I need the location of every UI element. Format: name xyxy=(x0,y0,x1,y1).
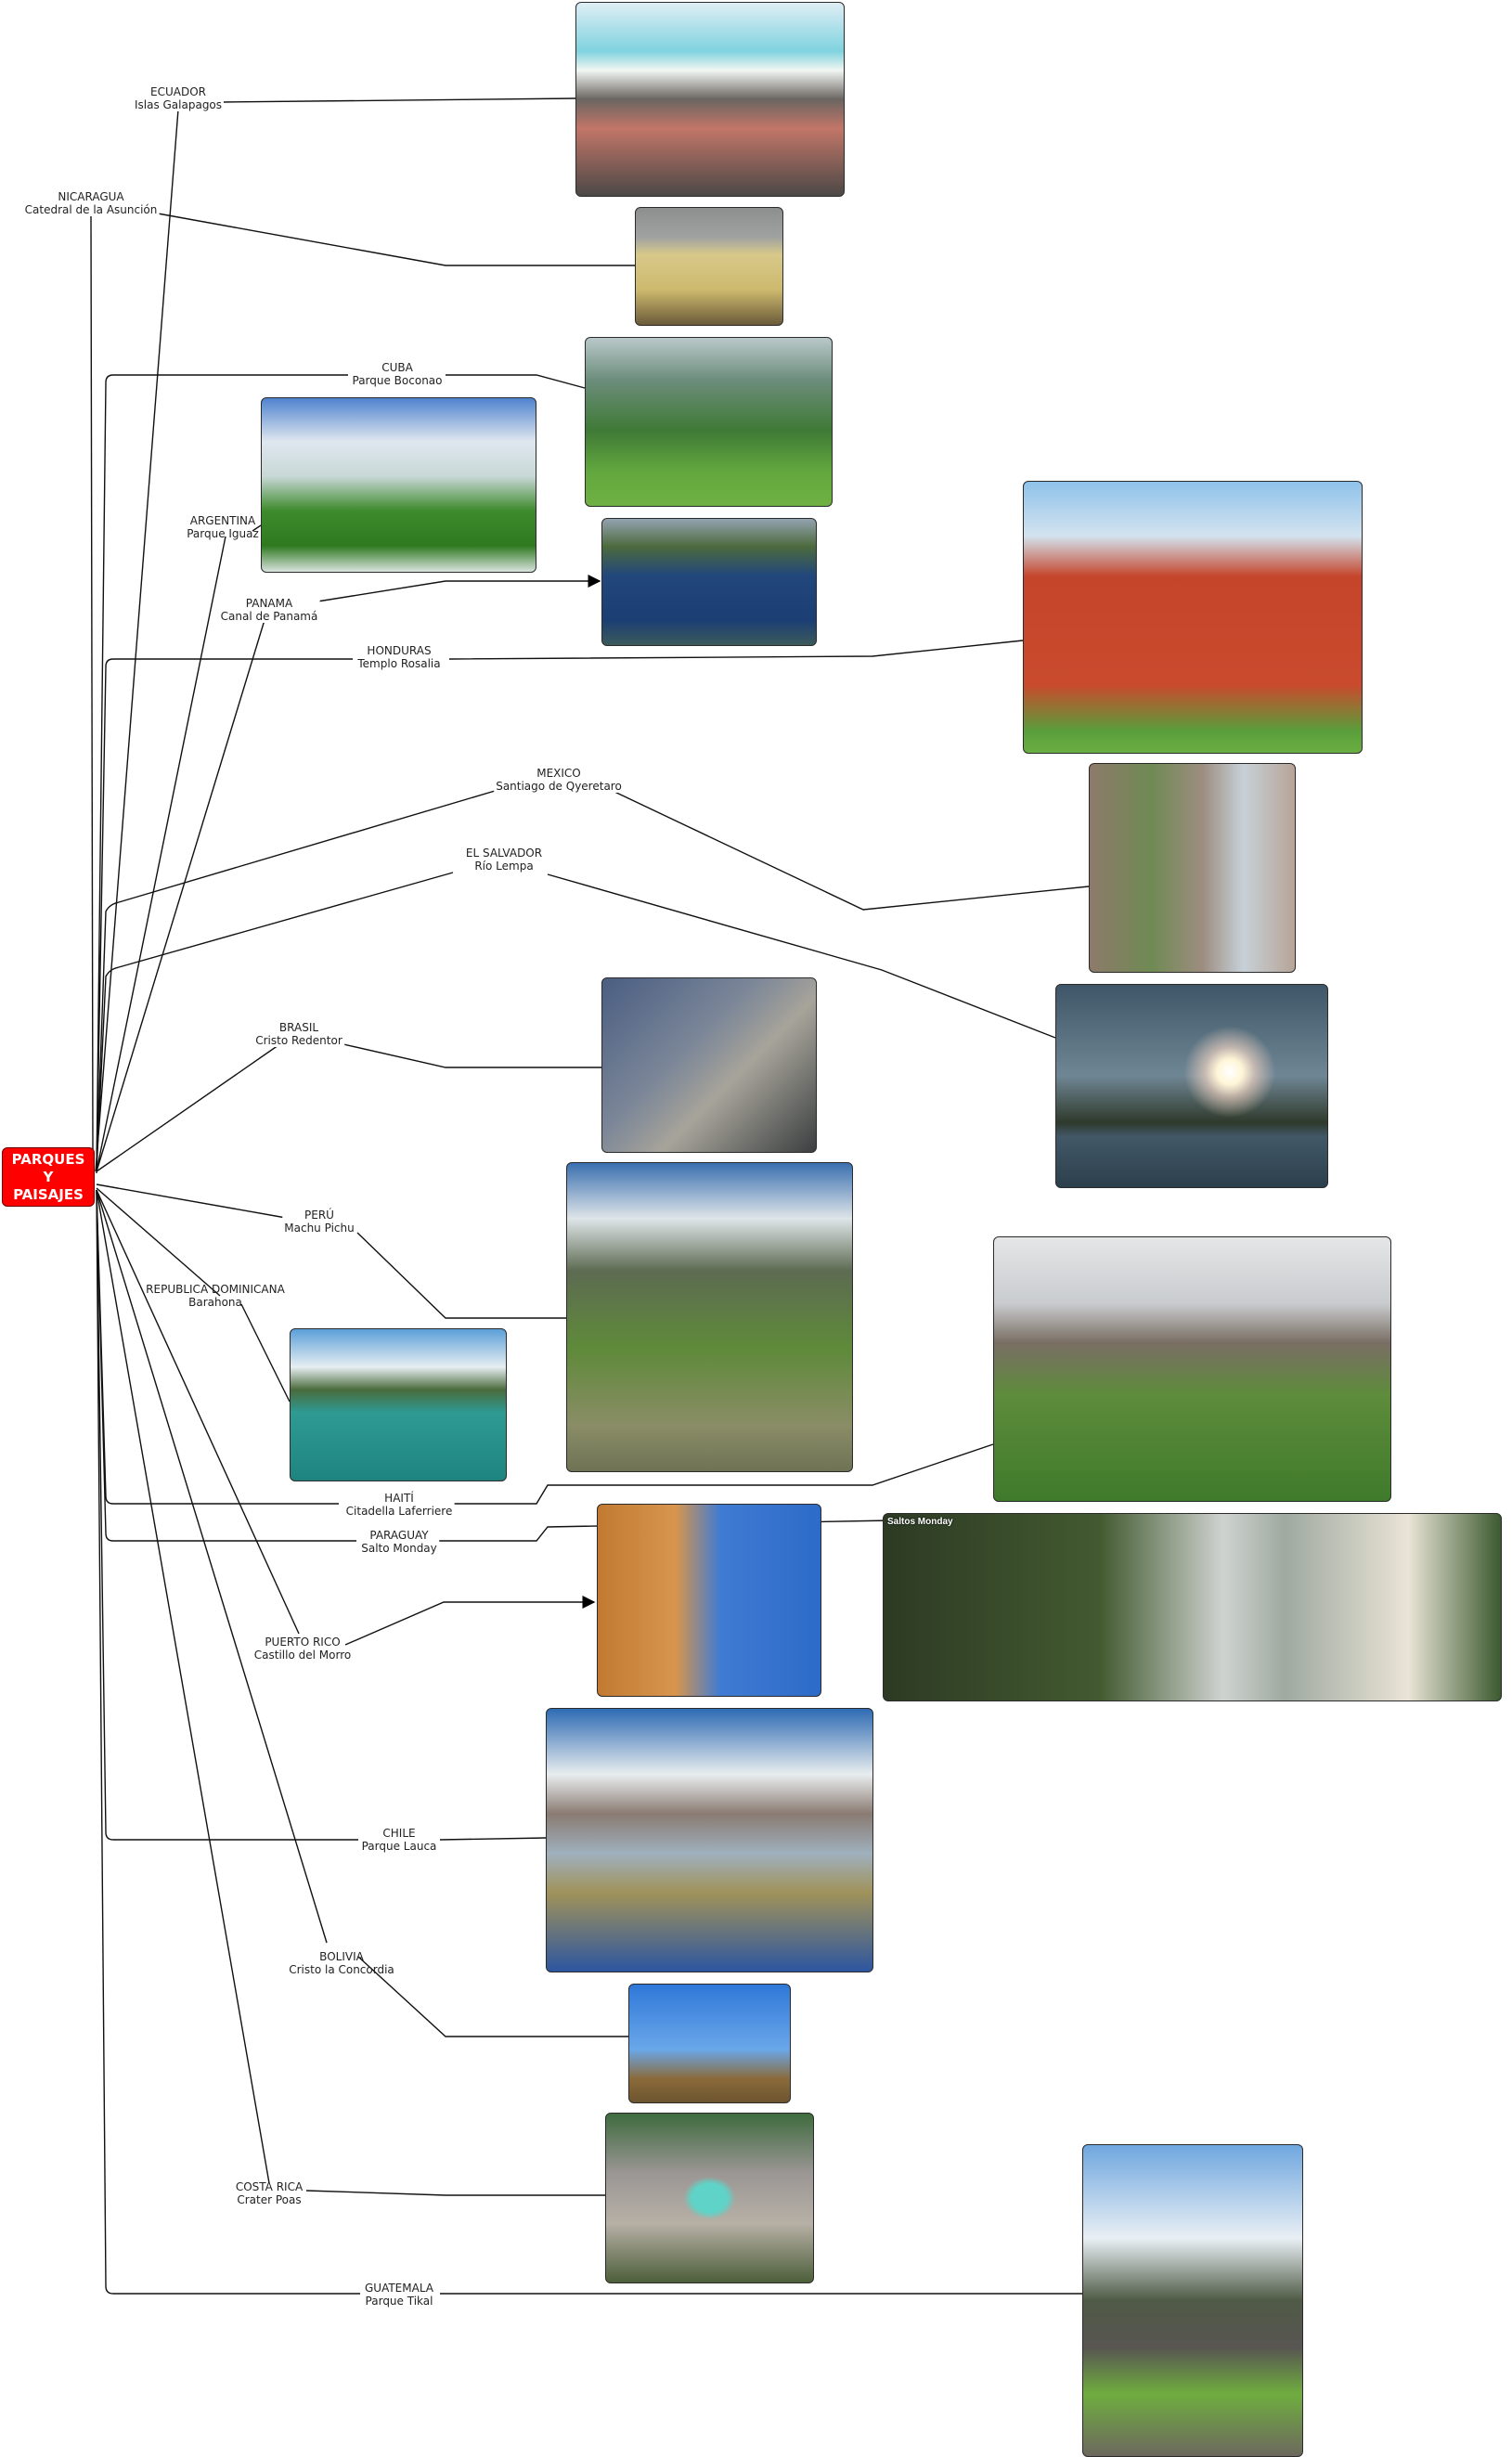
image-canal-de-panama[interactable] xyxy=(601,518,817,646)
country-label: PUERTO RICO xyxy=(265,1636,341,1649)
image-rio-lempa[interactable] xyxy=(1055,984,1328,1188)
node-nicaragua[interactable]: NICARAGUA Catedral de la Asunción xyxy=(22,190,160,216)
country-label: NICARAGUA xyxy=(58,190,124,203)
image-santiago-de-queretaro[interactable] xyxy=(1089,763,1296,973)
country-label: CHILE xyxy=(382,1827,416,1840)
node-bolivia[interactable]: BOLIVIA Cristo la Concordia xyxy=(287,1950,396,1976)
node-paraguay[interactable]: PARAGUAY Salto Monday xyxy=(359,1529,439,1555)
image-salto-monday[interactable]: Saltos Monday xyxy=(883,1513,1502,1701)
node-haiti[interactable]: HAITÍ Citadella Laferriere xyxy=(343,1492,455,1518)
place-label: Parque Iguaz xyxy=(187,527,259,540)
node-puerto-rico[interactable]: PUERTO RICO Castillo del Morro xyxy=(252,1636,353,1662)
node-costa-rica[interactable]: COSTA RICA Crater Poas xyxy=(234,2180,304,2206)
place-label: Crater Poas xyxy=(237,2193,302,2206)
place-label: Cristo Redentor xyxy=(255,1034,342,1047)
place-label: Canal de Panamá xyxy=(220,610,318,623)
place-label: Citadella Laferriere xyxy=(345,1505,453,1518)
place-label: Cristo la Concordia xyxy=(289,1963,394,1976)
country-label: EL SALVADOR xyxy=(465,847,543,860)
node-peru[interactable]: PERÚ Machu Pichu xyxy=(282,1209,356,1235)
image-caption: Saltos Monday xyxy=(887,1517,953,1527)
place-label: Santiago de Qyeretaro xyxy=(496,780,622,793)
node-mexico[interactable]: MEXICO Santiago de Qyeretaro xyxy=(494,767,624,793)
place-label: Islas Galapagos xyxy=(134,98,223,111)
country-label: HAITÍ xyxy=(384,1492,414,1505)
place-label: Parque Lauca xyxy=(361,1840,437,1853)
image-crater-poas[interactable] xyxy=(605,2113,814,2283)
image-parque-tikal[interactable] xyxy=(1082,2144,1303,2457)
image-islas-galapagos[interactable] xyxy=(575,2,845,197)
country-label: ECUADOR xyxy=(150,85,206,98)
country-label: HONDURAS xyxy=(367,644,432,657)
place-label: Parque Tikal xyxy=(365,2295,433,2308)
place-label: Machu Pichu xyxy=(284,1222,355,1235)
place-label: Río Lempa xyxy=(474,860,534,873)
image-machu-pichu[interactable] xyxy=(566,1162,853,1472)
image-templo-rosalia[interactable] xyxy=(1023,481,1363,754)
place-label: Castillo del Morro xyxy=(253,1649,352,1662)
node-cuba[interactable]: CUBA Parque Boconao xyxy=(350,361,445,387)
country-label: GUATEMALA xyxy=(364,2282,434,2295)
image-parque-iguazu[interactable] xyxy=(261,397,536,573)
image-parque-boconao[interactable] xyxy=(585,337,833,507)
image-cristo-la-concordia[interactable] xyxy=(628,1984,791,2103)
country-label: BOLIVIA xyxy=(319,1950,364,1963)
image-cristo-redentor[interactable] xyxy=(601,977,817,1153)
node-el-salvador[interactable]: EL SALVADOR Río Lempa xyxy=(463,847,545,873)
country-label: COSTA RICA xyxy=(235,2180,304,2193)
image-parque-lauca[interactable] xyxy=(546,1708,873,1972)
country-label: ARGENTINA xyxy=(189,514,256,527)
place-label: Barahona xyxy=(188,1296,242,1309)
place-label: Catedral de la Asunción xyxy=(24,203,158,216)
country-label: PARAGUAY xyxy=(369,1529,429,1542)
image-catedral-de-la-asuncion[interactable] xyxy=(635,207,783,326)
node-brasil[interactable]: BRASIL Cristo Redentor xyxy=(253,1021,344,1047)
country-label: BRASIL xyxy=(278,1021,319,1034)
image-barahona[interactable] xyxy=(290,1328,507,1481)
country-label: CUBA xyxy=(381,361,413,374)
country-label: REPUBLICA DOMINICANA xyxy=(146,1283,285,1296)
node-argentina[interactable]: ARGENTINA Parque Iguaz xyxy=(185,514,261,540)
node-republica-dominicana[interactable]: REPUBLICA DOMINICANA Barahona xyxy=(144,1283,287,1309)
country-label: PERÚ xyxy=(304,1209,334,1222)
country-label: PANAMA xyxy=(245,597,293,610)
node-ecuador[interactable]: ECUADOR Islas Galapagos xyxy=(132,85,225,111)
image-citadella-laferriere[interactable] xyxy=(993,1236,1391,1502)
node-guatemala[interactable]: GUATEMALA Parque Tikal xyxy=(362,2282,436,2308)
node-honduras[interactable]: HONDURAS Templo Rosalia xyxy=(355,644,443,670)
image-castillo-del-morro[interactable] xyxy=(597,1504,821,1697)
node-panama[interactable]: PANAMA Canal de Panamá xyxy=(218,597,320,623)
place-label: Parque Boconao xyxy=(352,374,443,387)
place-label: Templo Rosalia xyxy=(357,657,441,670)
country-label: MEXICO xyxy=(536,767,581,780)
node-chile[interactable]: CHILE Parque Lauca xyxy=(359,1827,439,1853)
root-node[interactable]: PARQUES Y PAISAJES xyxy=(2,1147,95,1207)
place-label: Salto Monday xyxy=(361,1542,437,1555)
